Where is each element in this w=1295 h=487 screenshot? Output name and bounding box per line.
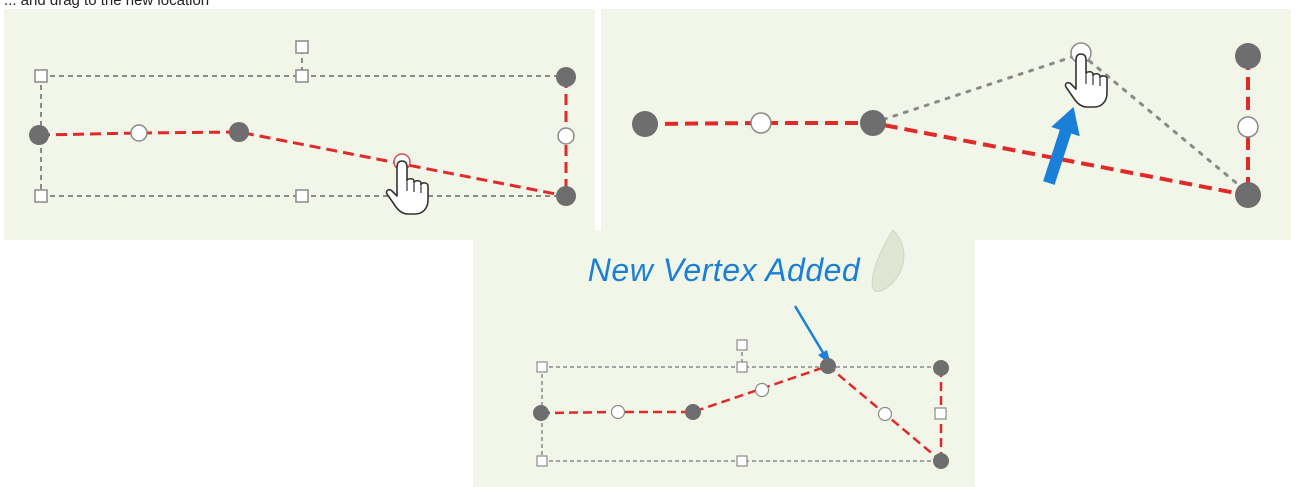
panel-a-canvas bbox=[4, 9, 595, 240]
panel-b-canvas bbox=[601, 9, 1291, 240]
vertex-handles[interactable] bbox=[632, 43, 1261, 208]
resize-handles[interactable] bbox=[34, 40, 309, 203]
map-feature-shape bbox=[871, 230, 905, 293]
panel-b-background bbox=[601, 9, 1291, 240]
panel-hover-midpoint bbox=[4, 9, 595, 240]
new-vertex-label: New Vertex Added bbox=[587, 252, 861, 288]
hand-cursor-icon bbox=[1064, 53, 1108, 108]
new-vertex bbox=[820, 358, 836, 374]
preview-lines bbox=[871, 52, 1248, 193]
panel-c-canvas bbox=[473, 230, 975, 487]
resize-handles[interactable] bbox=[536, 339, 748, 467]
hand-cursor-icon bbox=[385, 160, 429, 215]
midpoint-handles[interactable] bbox=[610, 382, 947, 422]
vertex-handles[interactable] bbox=[29, 67, 576, 206]
vertex-handles[interactable] bbox=[533, 358, 949, 469]
up-arrow-icon bbox=[1043, 106, 1080, 185]
panel-drag-midpoint bbox=[601, 9, 1291, 240]
panel-new-vertex: New Vertex Added bbox=[473, 230, 975, 487]
top-caption: ... and drag to the new location bbox=[4, 0, 210, 9]
